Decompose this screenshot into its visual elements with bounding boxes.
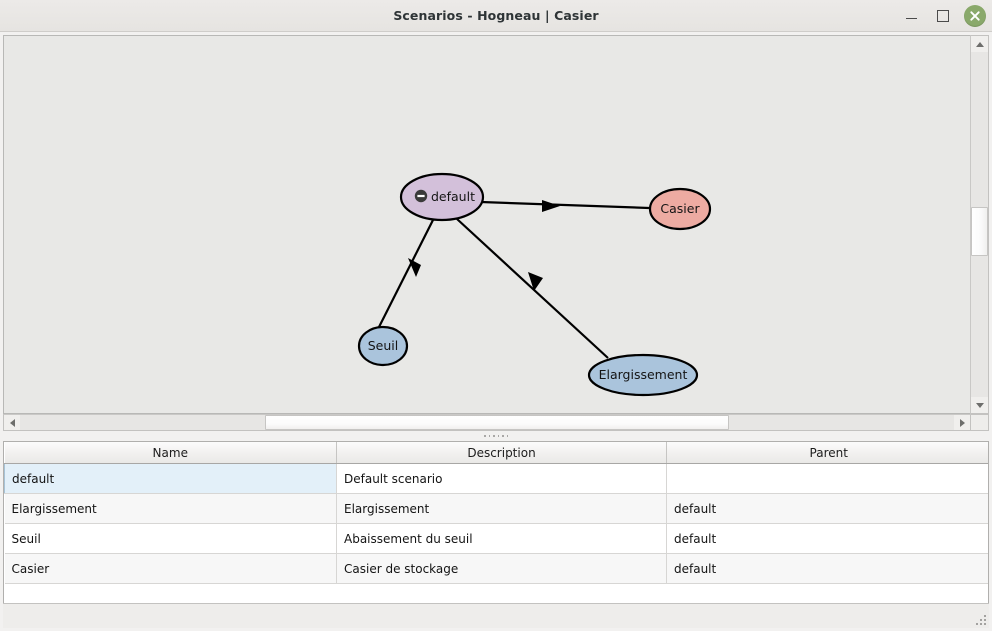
titlebar: Scenarios - Hogneau | Casier [0,0,992,32]
chevron-down-icon [975,402,984,408]
cell-parent[interactable]: default [666,493,988,524]
table-row[interactable]: Casier Casier de stockage default [4,553,988,584]
graph-node-elargissement[interactable]: Elargissement [587,353,699,397]
scroll-right-button[interactable] [954,415,970,430]
graph-node-label: Seuil [368,338,399,353]
panel-splitter[interactable] [0,431,992,441]
minimize-button[interactable] [900,5,922,27]
vertical-scroll-track[interactable] [971,52,988,397]
vertical-scroll-thumb[interactable] [971,207,988,256]
graph-node-label: Elargissement [599,367,688,382]
table-row[interactable]: Elargissement Elargissement default [4,493,988,524]
collapse-minus-icon[interactable] [414,189,428,203]
cell-description[interactable]: Casier de stockage [336,553,667,584]
edge-default-casier [480,200,650,212]
maximize-button[interactable] [932,5,954,27]
resize-grip-icon[interactable] [973,612,986,625]
table-empty-area[interactable] [4,584,988,603]
column-header-parent[interactable]: Parent [666,442,988,464]
table-header-row: Name Description Parent [4,442,988,464]
graph-horizontal-scrollbar-row [3,414,989,431]
graph-vertical-scrollbar[interactable] [970,35,989,414]
minimize-icon [905,17,917,20]
chevron-up-icon [975,41,984,47]
horizontal-scroll-thumb[interactable] [265,415,729,430]
cell-name[interactable]: Seuil [4,523,337,554]
table-row[interactable]: Seuil Abaissement du seuil default [4,523,988,554]
cell-name[interactable]: default [4,463,337,494]
graph-node-label: Casier [660,201,700,216]
window-controls [900,0,986,31]
close-icon [970,10,980,21]
cell-description[interactable]: Default scenario [336,463,667,494]
cell-description[interactable]: Elargissement [336,493,667,524]
cell-name[interactable]: Elargissement [4,493,337,524]
scenarios-table-panel: Name Description Parent default Default … [3,441,989,603]
edge-default-seuil [378,219,434,328]
chevron-left-icon [9,418,15,427]
edge-default-elargissement [456,218,609,359]
graph-panel: default Casier Seuil El [3,35,989,431]
chevron-right-icon [959,418,965,427]
graph-node-casier[interactable]: Casier [648,187,712,231]
scenarios-table: Name Description Parent default Default … [4,442,988,584]
scrollbar-corner [971,414,989,431]
cell-parent[interactable] [666,463,988,494]
statusbar [3,603,989,628]
scroll-left-button[interactable] [4,415,20,430]
cell-parent[interactable]: default [666,553,988,584]
graph-node-default[interactable]: default [399,172,485,222]
scroll-up-button[interactable] [971,36,988,52]
graph-node-seuil[interactable]: Seuil [357,325,409,367]
maximize-icon [937,9,949,22]
cell-parent[interactable]: default [666,523,988,554]
graph-canvas[interactable]: default Casier Seuil El [3,35,970,414]
cell-description[interactable]: Abaissement du seuil [336,523,667,554]
close-button[interactable] [964,4,986,27]
column-header-description[interactable]: Description [336,442,667,464]
graph-horizontal-scrollbar[interactable] [3,414,971,431]
splitter-grip-icon [484,435,508,437]
table-row[interactable]: default Default scenario [4,463,988,494]
scroll-down-button[interactable] [971,397,988,413]
column-header-name[interactable]: Name [4,442,337,464]
horizontal-scroll-track[interactable] [20,415,954,430]
cell-name[interactable]: Casier [4,553,337,584]
graph-node-label: default [431,189,475,204]
scenario-graph: default Casier Seuil El [357,172,712,397]
window-title: Scenarios - Hogneau | Casier [393,8,599,23]
